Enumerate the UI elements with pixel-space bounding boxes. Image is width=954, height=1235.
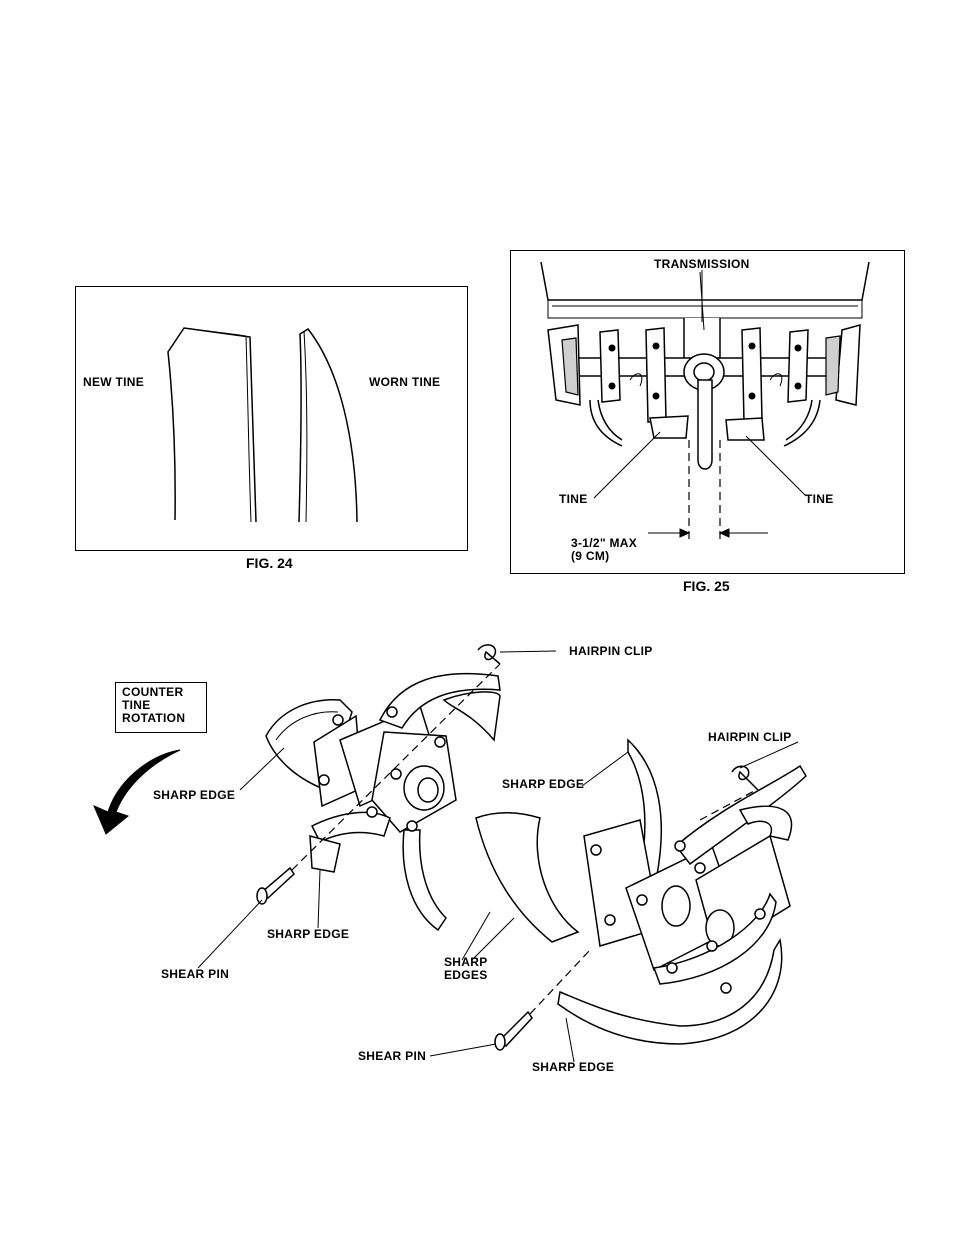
sharp-edges-label-line2: EDGES: [444, 969, 488, 982]
hairpin-clip-1-icon: [478, 645, 500, 664]
hairpin-clip-1-label: HAIRPIN CLIP: [569, 645, 653, 658]
shear-pin-2-label: SHEAR PIN: [358, 1050, 426, 1063]
sharp-edge-3-label: SHARP EDGE: [267, 928, 349, 941]
sharp-edge-4-label: SHARP EDGE: [532, 1061, 614, 1074]
shear-pin-1-label: SHEAR PIN: [161, 968, 229, 981]
sharp-edge-2-label: SHARP EDGE: [502, 778, 584, 791]
hairpin-clip-2-icon: [732, 766, 758, 790]
hairpin-clip-2-label: HAIRPIN CLIP: [708, 731, 792, 744]
sharp-edge-1-label: SHARP EDGE: [153, 789, 235, 802]
